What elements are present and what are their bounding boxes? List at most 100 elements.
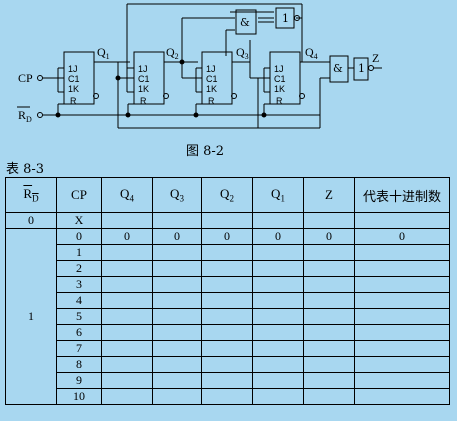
- rd-input-label: RD: [18, 108, 32, 124]
- cell-q1: [252, 276, 304, 293]
- svg-text:R: R: [140, 96, 147, 106]
- svg-text:C1: C1: [138, 74, 150, 84]
- header-decimal: 代表十进制数: [354, 177, 450, 213]
- cell-dec: [354, 276, 450, 293]
- and-gate-out-label: &: [333, 62, 343, 75]
- cell-z: [303, 372, 355, 389]
- svg-text:1J: 1J: [274, 64, 284, 74]
- cell-cp: 10: [56, 388, 102, 405]
- cell-cp: 2: [56, 260, 102, 277]
- and-gate-top: [235, 9, 257, 35]
- svg-text:R: R: [276, 96, 283, 106]
- cell-rd: 0: [5, 212, 57, 229]
- q1-label: Q1: [97, 45, 110, 61]
- cell-z: [303, 324, 355, 341]
- svg-text:C1: C1: [68, 74, 80, 84]
- cell-q2: [201, 244, 253, 261]
- cell-z: [303, 388, 355, 405]
- cell-q3: [152, 388, 202, 405]
- cell-cp: 9: [56, 372, 102, 389]
- header-cp: CP: [56, 177, 102, 213]
- svg-text:1J: 1J: [138, 64, 148, 74]
- table-row: 10: [6, 388, 450, 405]
- svg-text:1K: 1K: [206, 84, 217, 94]
- cell-q1: [252, 356, 304, 373]
- cell-dec: [354, 308, 450, 325]
- cell-dec: [354, 324, 450, 341]
- svg-text:1J: 1J: [206, 64, 216, 74]
- cell-z: [303, 292, 355, 309]
- cell-q4: [101, 356, 153, 373]
- table-row: 2: [6, 260, 450, 277]
- cell-q4: 0: [101, 228, 153, 245]
- cell-q3: [152, 292, 202, 309]
- header-rd: RD: [5, 177, 57, 213]
- cell-q2: [201, 372, 253, 389]
- cell-q2: 0: [201, 228, 253, 245]
- svg-text:1K: 1K: [68, 84, 79, 94]
- cell-q3: [152, 372, 202, 389]
- cell-q4: [101, 388, 153, 405]
- cp-input-label: CP: [18, 71, 33, 85]
- cell-cp: 3: [56, 276, 102, 293]
- cell-rd-group: 1: [5, 228, 57, 405]
- figure-caption: 图 8-2: [186, 144, 225, 159]
- cell-q4: [101, 308, 153, 325]
- table-row: 1: [6, 244, 450, 261]
- and-gate-out: [329, 55, 349, 83]
- cell-dec: [354, 244, 450, 261]
- cell-dec: [354, 340, 450, 357]
- cell-q3: [152, 276, 202, 293]
- cell-q1: [252, 372, 304, 389]
- cell-cp: 4: [56, 292, 102, 309]
- cell-q3: [152, 244, 202, 261]
- cell-dec: 0: [354, 228, 450, 245]
- circuit-diagram: CP RD 1J C1 1K R 1J C1 1K R 1J C1 1K R 1…: [17, 3, 382, 129]
- q2-label: Q2: [166, 45, 179, 61]
- q3-label: Q3: [236, 45, 249, 61]
- cell-cp: 6: [56, 324, 102, 341]
- cell-z: 0: [303, 228, 355, 245]
- cell-cp: 8: [56, 356, 102, 373]
- and-gate-top-label: &: [240, 16, 250, 29]
- header-z: Z: [303, 177, 355, 213]
- cell-q3: 0: [152, 228, 202, 245]
- not-gate-top-label: 1: [282, 12, 289, 25]
- table-row: 8: [6, 356, 450, 373]
- cell-q2: [201, 356, 253, 373]
- svg-text:1J: 1J: [68, 64, 78, 74]
- cell-q1: [252, 244, 304, 261]
- svg-text:C1: C1: [274, 74, 286, 84]
- cell-q2: [201, 388, 253, 405]
- cell-cp: 0: [56, 228, 102, 245]
- cell-q3: [152, 340, 202, 357]
- cell-q4: [101, 292, 153, 309]
- header-q4: Q4: [101, 177, 153, 213]
- cell-z: [303, 244, 355, 261]
- cell-q2: [201, 260, 253, 277]
- cell-dec: [354, 372, 450, 389]
- cell-q3: [152, 324, 202, 341]
- cell-dec: [354, 292, 450, 309]
- cell-q4: [101, 276, 153, 293]
- cell-cp: X: [56, 212, 102, 229]
- cell-q1: [252, 308, 304, 325]
- q4-label: Q4: [305, 45, 318, 61]
- cell-q1: [252, 324, 304, 341]
- svg-text:R: R: [70, 96, 77, 106]
- cell-q4: [101, 340, 153, 357]
- cell-q4: [101, 372, 153, 389]
- table-row: 4: [6, 292, 450, 309]
- cell-z: [303, 308, 355, 325]
- cell-q1: [252, 292, 304, 309]
- table-row: 0 X: [5, 212, 450, 229]
- cell-cp: 5: [56, 308, 102, 325]
- svg-text:C1: C1: [206, 74, 218, 84]
- cell-q1: [252, 388, 304, 405]
- table-row: 5: [6, 308, 450, 325]
- cell-q3: [152, 356, 202, 373]
- cell-q2: [201, 340, 253, 357]
- cell-q1: 0: [252, 228, 304, 245]
- table-title: 表 8-3: [6, 162, 45, 177]
